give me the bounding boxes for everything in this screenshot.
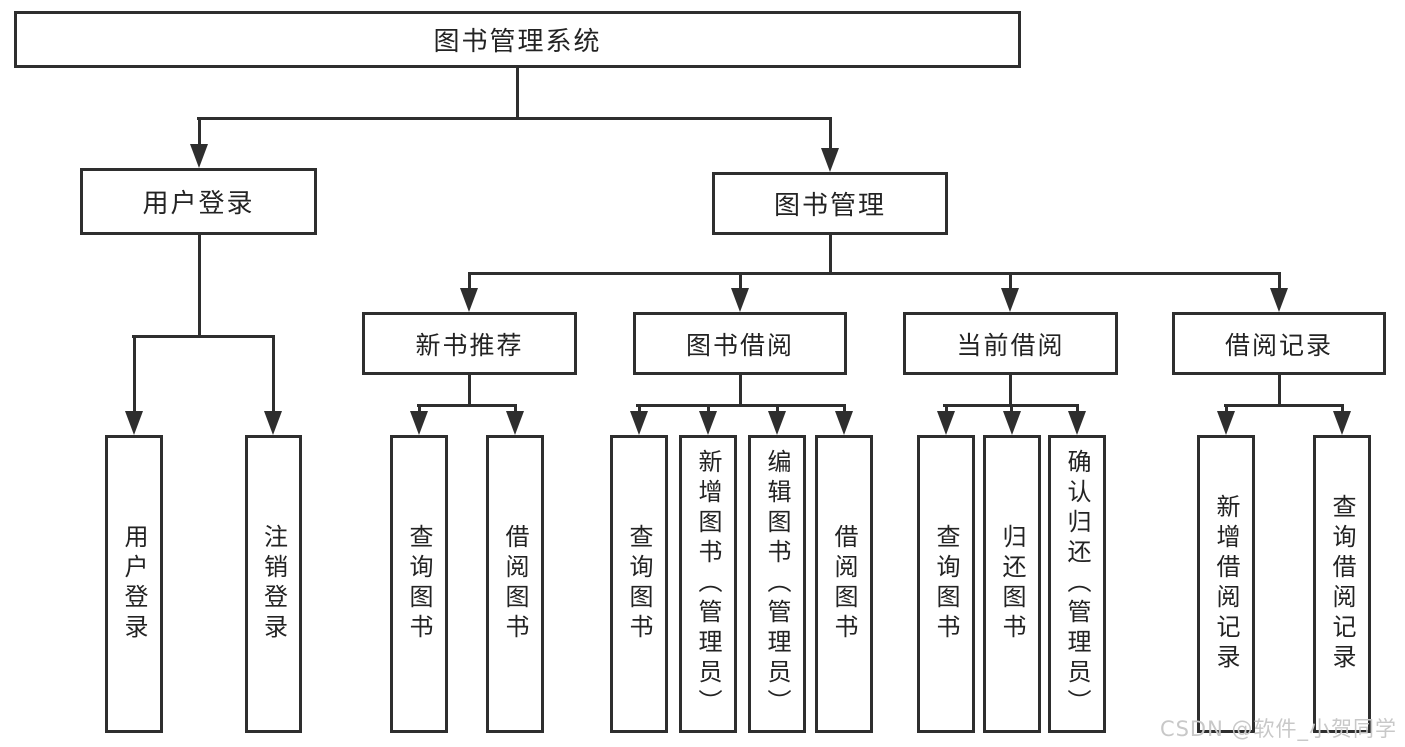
connector-line xyxy=(776,404,779,413)
leaf-bb-edit-books-admin: 编辑图书（管理员） xyxy=(748,435,806,733)
leaf-nb-borrow-books-label: 借阅图书 xyxy=(501,524,529,644)
connector-line xyxy=(418,404,421,413)
leaf-cb-return-books-label: 归还图书 xyxy=(998,524,1026,644)
node-current-borrowing-label: 当前借阅 xyxy=(956,330,1065,360)
connector-line xyxy=(197,117,832,120)
arrow-down-icon xyxy=(264,411,282,435)
arrow-down-icon xyxy=(460,288,478,312)
connector-line xyxy=(1225,404,1228,413)
connector-line xyxy=(198,117,201,146)
leaf-logout-label: 注销登录 xyxy=(259,524,288,644)
leaf-cb-return-books: 归还图书 xyxy=(983,435,1041,733)
node-new-book-recommendation-label: 新书推荐 xyxy=(415,330,524,360)
connector-line xyxy=(1010,404,1013,413)
arrow-down-icon xyxy=(768,411,786,435)
leaf-bb-borrow-books-label: 借阅图书 xyxy=(830,524,858,644)
arrow-down-icon xyxy=(937,411,955,435)
node-root: 图书管理系统 xyxy=(14,11,1021,68)
arrow-down-icon xyxy=(1217,411,1235,435)
connector-line xyxy=(198,234,201,337)
leaf-nb-query-books-label: 查询图书 xyxy=(405,524,433,644)
leaf-bb-add-books-admin-label: 新增图书（管理员） xyxy=(694,449,722,719)
connector-line xyxy=(1341,404,1344,413)
connector-line xyxy=(514,404,517,413)
connector-line xyxy=(417,404,517,407)
connector-line xyxy=(843,404,846,413)
connector-line xyxy=(132,335,275,338)
connector-line xyxy=(468,272,1281,275)
node-book-management: 图书管理 xyxy=(712,172,948,235)
leaf-br-add-borrow-record-label: 新增借阅记录 xyxy=(1212,494,1240,674)
arrow-down-icon xyxy=(731,288,749,312)
leaf-bb-query-books-label: 查询图书 xyxy=(625,524,653,644)
node-user-login: 用户登录 xyxy=(80,168,317,235)
connector-line xyxy=(1009,272,1012,289)
connector-line xyxy=(272,335,275,413)
node-user-login-label: 用户登录 xyxy=(142,189,255,219)
leaf-cb-query-books: 查询图书 xyxy=(917,435,975,733)
node-current-borrowing: 当前借阅 xyxy=(903,312,1118,375)
leaf-user-login: 用户登录 xyxy=(105,435,163,733)
watermark: CSDN @软件_小贺同学 xyxy=(1159,717,1397,741)
connector-line xyxy=(468,272,471,289)
arrow-down-icon xyxy=(630,411,648,435)
leaf-bb-borrow-books: 借阅图书 xyxy=(815,435,873,733)
leaf-br-add-borrow-record: 新增借阅记录 xyxy=(1197,435,1255,733)
connector-line xyxy=(739,272,742,289)
leaf-user-login-label: 用户登录 xyxy=(120,524,148,644)
leaf-bb-edit-books-admin-label: 编辑图书（管理员） xyxy=(763,449,791,719)
connector-line xyxy=(945,404,948,413)
connector-line xyxy=(636,404,846,407)
node-book-borrowing: 图书借阅 xyxy=(633,312,847,375)
arrow-down-icon xyxy=(190,144,208,168)
leaf-bb-query-books: 查询图书 xyxy=(610,435,668,733)
node-book-management-label: 图书管理 xyxy=(773,191,886,221)
connector-line xyxy=(1278,375,1281,406)
connector-line xyxy=(707,404,710,413)
connector-line xyxy=(829,234,832,274)
arrow-down-icon xyxy=(1333,411,1351,435)
leaf-cb-confirm-return-admin: 确认归还（管理员） xyxy=(1048,435,1106,733)
connector-line xyxy=(468,375,471,406)
node-borrowing-records-label: 借阅记录 xyxy=(1224,330,1333,360)
arrow-down-icon xyxy=(125,411,143,435)
node-borrowing-records: 借阅记录 xyxy=(1172,312,1386,375)
leaf-nb-borrow-books: 借阅图书 xyxy=(486,435,544,733)
connector-line xyxy=(829,117,832,150)
arrow-down-icon xyxy=(1270,288,1288,312)
arrow-down-icon xyxy=(1068,411,1086,435)
node-book-borrowing-label: 图书借阅 xyxy=(685,330,794,360)
connector-line xyxy=(1076,404,1079,413)
connector-line xyxy=(638,404,641,413)
arrow-down-icon xyxy=(410,411,428,435)
arrow-down-icon xyxy=(1001,288,1019,312)
leaf-br-query-borrow-record-label: 查询借阅记录 xyxy=(1328,494,1356,674)
connector-line xyxy=(1224,404,1344,407)
arrow-down-icon xyxy=(506,411,524,435)
arrow-down-icon xyxy=(1003,411,1021,435)
leaf-br-query-borrow-record: 查询借阅记录 xyxy=(1313,435,1371,733)
node-root-label: 图书管理系统 xyxy=(433,27,602,57)
arrow-down-icon xyxy=(835,411,853,435)
leaf-nb-query-books: 查询图书 xyxy=(390,435,448,733)
connector-line xyxy=(1278,272,1281,289)
leaf-bb-add-books-admin: 新增图书（管理员） xyxy=(679,435,737,733)
connector-line xyxy=(133,335,136,413)
leaf-cb-confirm-return-admin-label: 确认归还（管理员） xyxy=(1063,449,1091,719)
arrow-down-icon xyxy=(821,148,839,172)
leaf-logout: 注销登录 xyxy=(245,435,302,733)
leaf-cb-query-books-label: 查询图书 xyxy=(932,524,960,644)
arrow-down-icon xyxy=(699,411,717,435)
connector-line xyxy=(516,66,519,119)
connector-line xyxy=(1009,375,1012,406)
connector-line xyxy=(739,375,742,406)
node-new-book-recommendation: 新书推荐 xyxy=(362,312,577,375)
